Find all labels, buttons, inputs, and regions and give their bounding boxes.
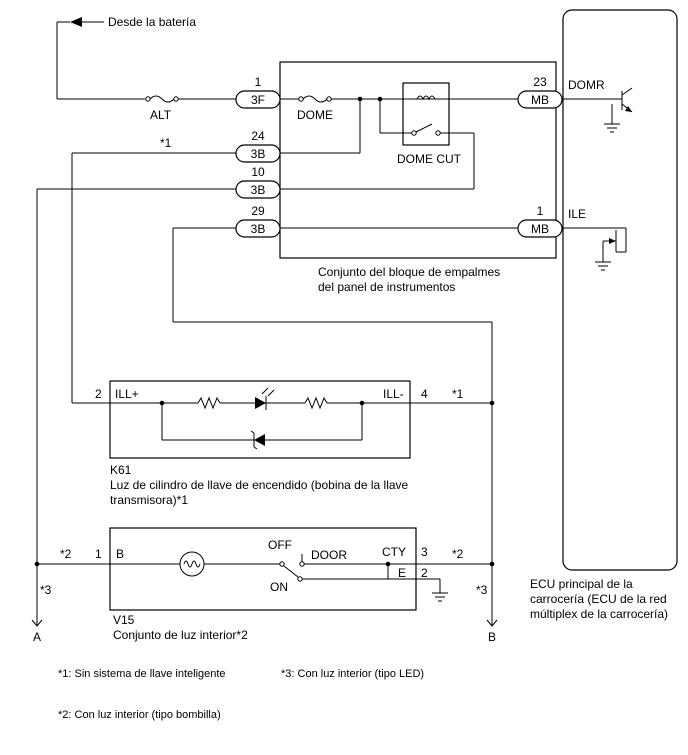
junction-block [279,61,557,259]
svg-text:MB: MB [531,222,549,236]
note-n3-left: *3 [40,583,52,597]
v15-id: V15 [113,613,135,627]
v15-switch-off: OFF [268,538,292,552]
k61-label-1: Luz de cilindro de llave de encendido (b… [110,478,409,492]
k61-box [109,380,411,459]
ecu-label-2: carrocería (ECU de la red [530,592,667,606]
svg-text:23: 23 [533,75,547,89]
svg-text:1: 1 [537,204,544,218]
v15-term-b: B [116,547,124,561]
k61-id: K61 [110,463,132,477]
note-n3-right: *3 [476,583,488,597]
junction-block-label-2: del panel de instrumentos [318,280,455,294]
connector-3f-1: 3F 1 [235,75,281,109]
junction-block-label-1: Conjunto del bloque de empalmes [318,265,500,279]
footnote-2: *2: Con luz interior (tipo bombilla) [58,709,221,721]
ecu-label-1: ECU principal de la [530,577,633,591]
connector-3b-10: 3B 10 [235,165,281,199]
svg-text:MB: MB [531,93,549,107]
dome-cut-relay: DOME CUT [397,82,462,166]
battery-feed: Desde la batería [56,15,196,99]
ile-label: ILE [568,207,586,221]
alt-fuse-label: ALT [150,108,172,122]
svg-text:3F: 3F [251,93,265,107]
svg-text:3B: 3B [251,183,266,197]
dome-fuse: DOME [280,95,518,122]
domr-transistor: DOMR [562,78,633,133]
note-n1-top: *1 [160,136,172,150]
svg-text:3B: 3B [251,222,266,236]
note-n2-right: *2 [452,547,464,561]
dome-fuse-label: DOME [297,108,333,122]
ile-fet: ILE [562,207,627,271]
alt-fuse: ALT [57,95,236,122]
v15-term-cty: CTY [382,545,406,559]
v15-term-e: E [398,566,406,580]
battery-arrow-icon [70,17,82,27]
v15-pin-b: 1 [95,547,102,561]
dome-cut-label: DOME CUT [397,152,462,166]
v15-switch-on: ON [270,580,288,594]
connector-3b-24: 3B 24 [235,129,281,163]
v15-label: Conjunto de luz interior*2 [113,628,248,642]
body-ecu [562,9,678,571]
note-n2-left: *2 [60,547,72,561]
k61-pin-right: 4 [421,387,428,401]
svg-text:10: 10 [251,165,265,179]
k61-term-right: ILL- [383,387,404,401]
domr-label: DOMR [568,78,605,92]
ground-icon [416,578,448,602]
k61-label-2: transmisora)*1 [110,493,188,507]
k61-pin-left: 2 [95,387,102,401]
svg-text:1: 1 [255,75,262,89]
diode-icon [254,434,265,446]
svg-text:3B: 3B [251,147,266,161]
footnote-3: *3: Con luz interior (tipo LED) [281,668,424,680]
v15-switch-door: DOOR [311,548,347,562]
svg-text:29: 29 [251,204,265,218]
connector-3b-29: 3B 29 [235,204,281,238]
svg-text:24: 24 [251,129,265,143]
note-n1-right: *1 [452,387,464,401]
k61-term-left: ILL+ [115,387,139,401]
ecu-label-3: múltiplex de la carrocería) [530,607,668,621]
led-icon [255,397,266,409]
v15-box [109,527,417,611]
v15-pin-cty: 3 [421,545,428,559]
v15-pin-e: 2 [421,566,428,580]
bulb-icon [183,560,201,568]
v15-circuit [110,551,416,582]
k61-circuit [110,387,410,450]
battery-label: Desde la batería [108,15,196,29]
terminal-a: A [33,630,41,644]
terminal-b: B [488,630,496,644]
footnote-1: *1: Sin sistema de llave inteligente [58,668,226,680]
